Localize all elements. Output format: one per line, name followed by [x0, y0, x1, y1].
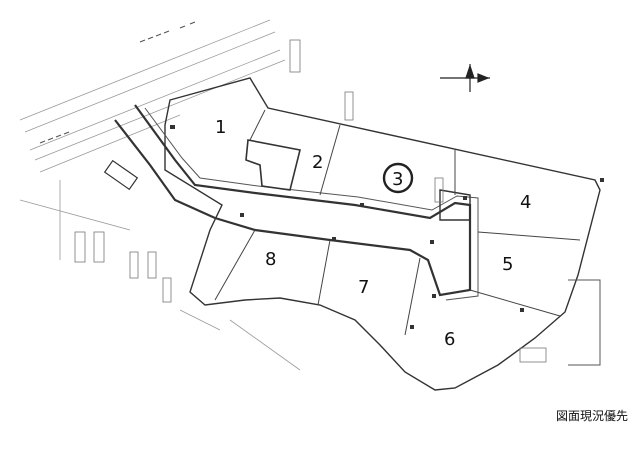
- lot-notch-right: [439, 189, 471, 221]
- lot-2-label: 2: [312, 152, 323, 173]
- road-hatching: [39, 21, 196, 144]
- dimension-tags: [74, 39, 547, 363]
- lot-3-label: 3: [392, 169, 403, 190]
- car-outline: [103, 159, 139, 191]
- lot-1-label: 1: [215, 117, 226, 138]
- access-road-inner: [144, 107, 479, 301]
- neighbor-building: [568, 279, 601, 366]
- lot-6-label: 6: [444, 329, 455, 350]
- north-arrow-icon: [440, 64, 490, 92]
- survey-markers: [170, 125, 604, 329]
- access-road: [114, 104, 472, 297]
- lot-8-label: 8: [265, 249, 276, 270]
- road-lines: [19, 19, 301, 371]
- lot-3-highlight: [382, 162, 414, 194]
- drawing-note: 図面現況優先: [555, 409, 628, 423]
- lot-5-label: 5: [502, 254, 513, 275]
- site-boundary: [164, 77, 601, 391]
- lot-notch: [245, 139, 301, 191]
- lot-4-label: 4: [520, 192, 531, 213]
- lot-divisions: [214, 109, 581, 336]
- lot-7-label: 7: [358, 277, 369, 298]
